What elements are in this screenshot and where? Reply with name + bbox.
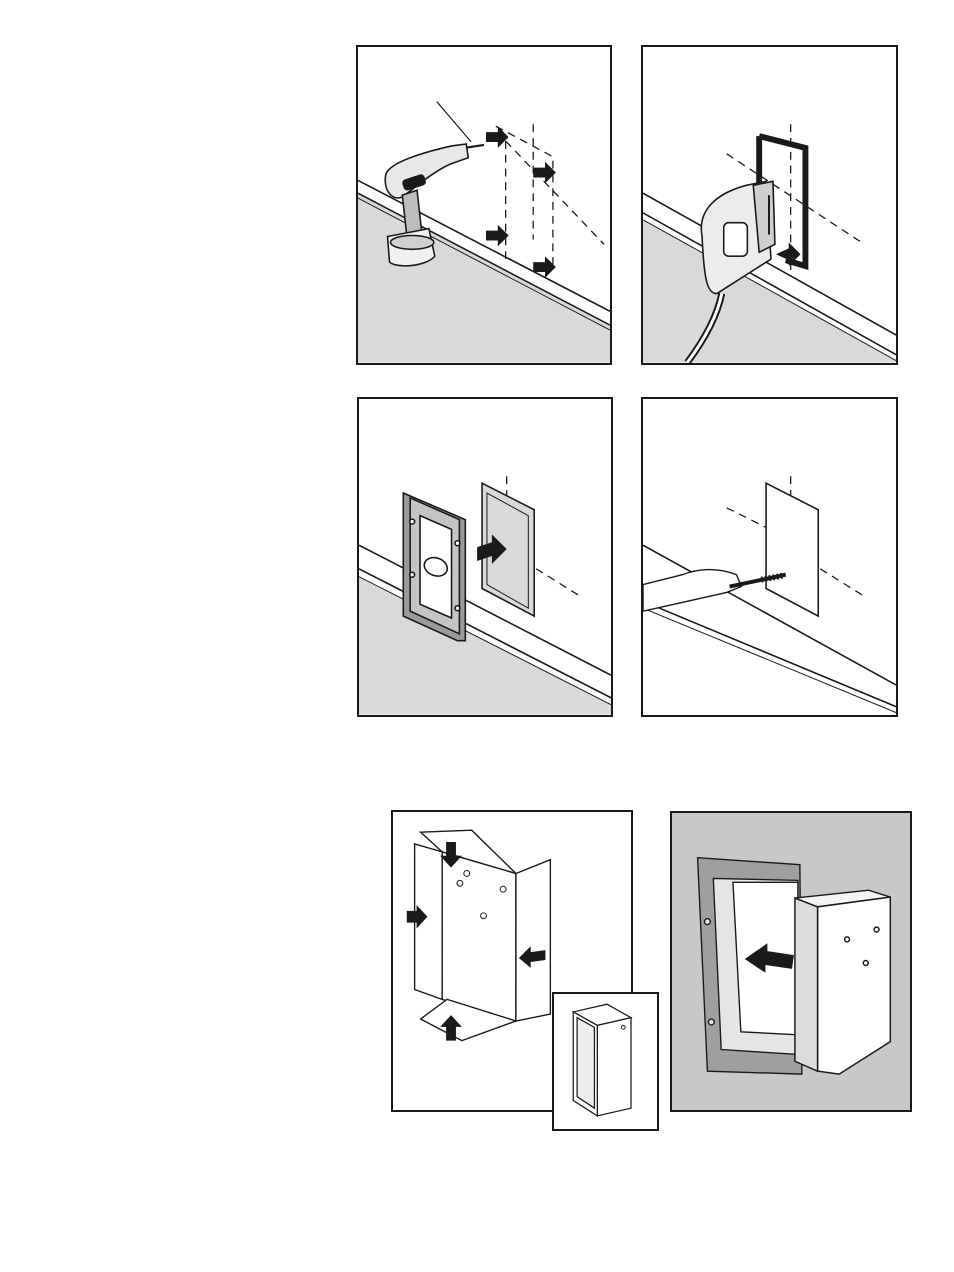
file-illustration	[643, 399, 896, 715]
panel-fit-frame	[357, 397, 613, 717]
jigsaw-illustration	[643, 47, 896, 363]
drill-illustration	[358, 47, 610, 363]
tunnel-icon	[795, 890, 890, 1074]
panel-insert-tunnel	[670, 811, 912, 1112]
panel-clean-edges	[641, 397, 898, 717]
frame-illustration	[359, 399, 611, 715]
hand-file-icon	[643, 570, 786, 612]
panel-cut-opening	[641, 45, 898, 365]
door-frame-icon	[403, 493, 465, 641]
assembled-tunnel-icon	[554, 994, 657, 1129]
panel-drill-pilot-holes	[356, 45, 612, 365]
inset-assembled-tunnel	[552, 992, 659, 1131]
tunnel-insert-illustration	[672, 813, 910, 1110]
